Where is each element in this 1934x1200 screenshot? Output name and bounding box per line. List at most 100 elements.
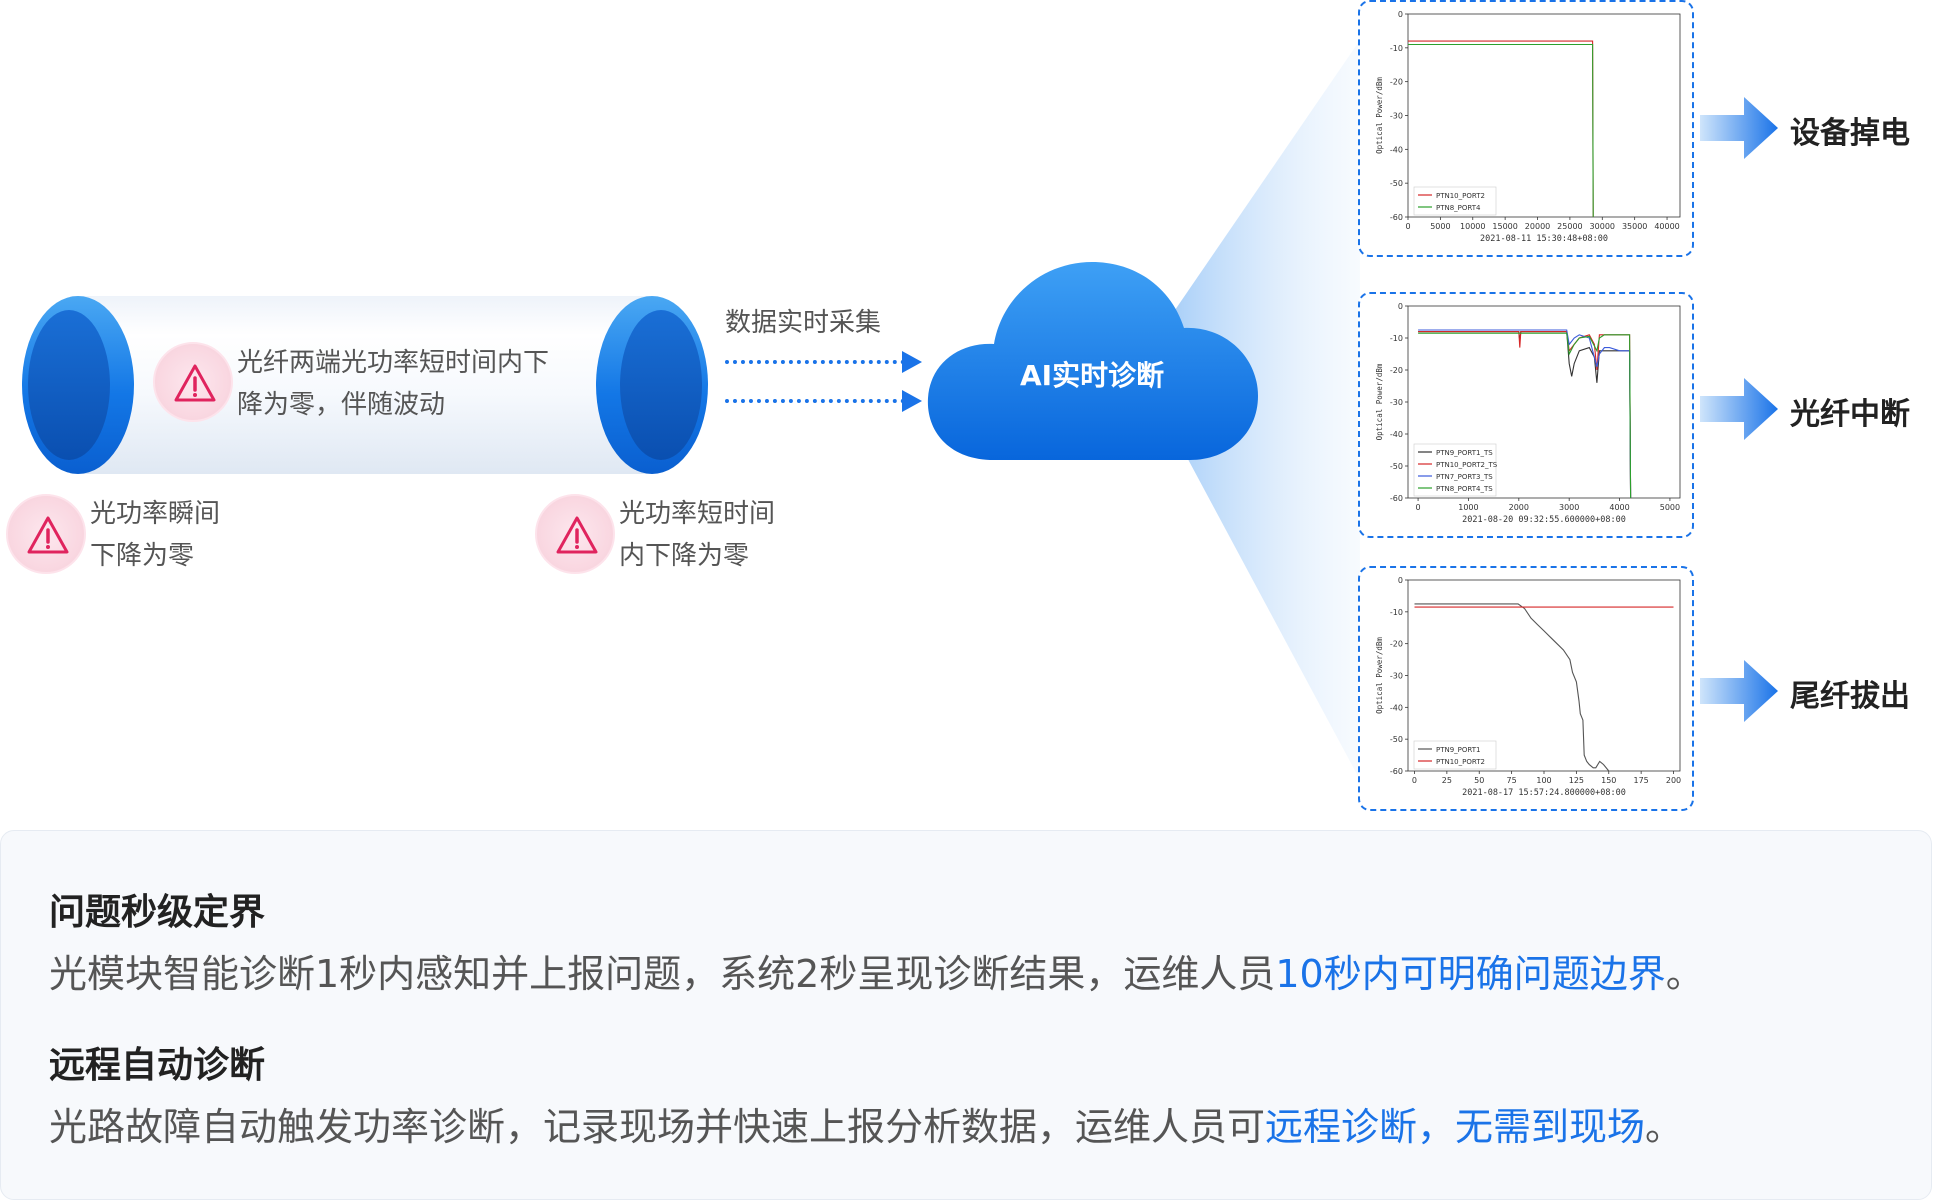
x-tick-label: 35000 <box>1622 222 1647 231</box>
arrow-right-icon <box>1700 378 1778 440</box>
x-tick-label: 200 <box>1666 776 1681 785</box>
x-tick-label: 30000 <box>1590 222 1615 231</box>
cloud-label: AI实时诊断 <box>1020 359 1165 392</box>
legend-box <box>1413 740 1497 770</box>
series-line <box>1418 332 1632 499</box>
y-tick-label: -60 <box>1390 494 1403 503</box>
y-tick-label: -20 <box>1390 640 1403 649</box>
x-tick-label: 0 <box>1412 776 1417 785</box>
y-tick-label: -20 <box>1390 78 1403 87</box>
series-line <box>1418 329 1632 499</box>
legend-label: PTN9_PORT1 <box>1436 746 1481 754</box>
feature-description: 光模块智能诊断1秒内感知并上报问题，系统2秒呈现诊断结果，运维人员10秒内可明确… <box>49 943 1704 998</box>
y-tick-label: -30 <box>1390 398 1403 407</box>
y-tick-label: -30 <box>1390 672 1403 681</box>
y-tick-label: -30 <box>1390 112 1403 121</box>
warning-triangle-icon <box>6 494 86 574</box>
feature-desc-end: 。 <box>1665 952 1704 996</box>
right-warning-text-line2: 内下降为零 <box>619 541 750 571</box>
feature-title: 远程自动诊断 <box>49 1045 266 1086</box>
left-warning-text-line2: 下降为零 <box>90 541 195 571</box>
y-tick-label: -20 <box>1390 366 1403 375</box>
x-tick-label: 50 <box>1474 776 1484 785</box>
warning-triangle-icon <box>153 342 233 422</box>
dotted-arrow-line <box>725 360 905 364</box>
y-tick-label: 0 <box>1398 10 1403 19</box>
fiber-center-text-line2: 降为零，伴随波动 <box>237 390 446 420</box>
x-tick-label: 3000 <box>1559 503 1579 512</box>
legend-label: PTN9_PORT1_TS <box>1436 449 1493 457</box>
x-tick-label: 5000 <box>1430 222 1450 231</box>
plot-area <box>1407 13 1681 218</box>
legend-label: PTN10_PORT2_TS <box>1436 461 1498 469</box>
x-tick-label: 25 <box>1442 776 1452 785</box>
fiber-tube-left-end <box>22 296 134 474</box>
collect-label: 数据实时采集 <box>725 308 882 338</box>
feature-description: 光路故障自动触发功率诊断，记录现场并快速上报分析数据，运维人员可远程诊断，无需到… <box>49 1096 1683 1151</box>
series-line <box>1408 43 1594 218</box>
x-tick-label: 150 <box>1601 776 1616 785</box>
arrow-right-icon <box>1700 660 1778 722</box>
legend-label: PTN10_PORT2 <box>1436 192 1485 200</box>
output-label-power-loss: 设备掉电 <box>1790 116 1910 151</box>
fiber-tube-right-end <box>596 296 708 474</box>
x-tick-label: 25000 <box>1557 222 1582 231</box>
series-line <box>1414 603 1610 772</box>
right-warning-text-line1: 光功率短时间 <box>619 499 776 529</box>
y-tick-label: -50 <box>1390 179 1403 188</box>
feature-desc-highlight: 远程诊断，无需到现场 <box>1265 1105 1646 1149</box>
x-tick-label: 1000 <box>1458 503 1478 512</box>
warning-triangle-icon <box>535 494 615 574</box>
y-tick-label: 0 <box>1398 576 1403 585</box>
x-tick-label: 40000 <box>1654 222 1679 231</box>
x-tick-label: 10000 <box>1460 222 1485 231</box>
plot-area <box>1407 579 1681 772</box>
x-axis-label: 2021-08-20 09:32:55.600000+08:00 <box>1462 515 1626 525</box>
beam-light <box>1175 40 1360 780</box>
y-tick-label: -60 <box>1390 213 1403 222</box>
y-tick-label: -10 <box>1390 44 1403 53</box>
y-axis-label: Optical Power/dBm <box>1375 637 1384 714</box>
feature-desc-end: 。 <box>1645 1105 1684 1149</box>
feature-desc-text: 光路故障自动触发功率诊断，记录现场并快速上报分析数据，运维人员可 <box>49 1105 1266 1149</box>
feature-desc-highlight: 10秒内可明确问题边界 <box>1275 952 1666 996</box>
legend-label: PTN10_PORT2 <box>1436 758 1485 766</box>
y-axis-label: Optical Power/dBm <box>1375 363 1384 440</box>
x-tick-label: 75 <box>1507 776 1517 785</box>
arrow-right-icon <box>1700 97 1778 159</box>
y-tick-label: -40 <box>1390 430 1403 439</box>
left-warning-text-line1: 光功率瞬间 <box>90 499 221 529</box>
legend-box <box>1413 186 1497 216</box>
x-axis-label: 2021-08-11 15:30:48+08:00 <box>1480 234 1608 244</box>
x-tick-label: 0 <box>1416 503 1421 512</box>
output-label-fiber-break: 光纤中断 <box>1790 397 1910 432</box>
legend-box <box>1413 443 1497 497</box>
x-tick-label: 15000 <box>1492 222 1517 231</box>
y-tick-label: -40 <box>1390 145 1403 154</box>
legend-label: PTN8_PORT4_TS <box>1436 485 1493 493</box>
y-tick-label: 0 <box>1398 302 1403 311</box>
y-tick-label: -10 <box>1390 334 1403 343</box>
arrow-right-icon <box>902 351 922 373</box>
cloud-icon <box>927 262 1258 460</box>
y-axis-label: Optical Power/dBm <box>1375 77 1384 154</box>
y-tick-label: -40 <box>1390 703 1403 712</box>
legend-label: PTN7_PORT3_TS <box>1436 473 1493 481</box>
y-tick-label: -10 <box>1390 608 1403 617</box>
x-tick-label: 5000 <box>1660 503 1680 512</box>
x-tick-label: 100 <box>1536 776 1551 785</box>
feature-panel: 问题秒级定界 光模块智能诊断1秒内感知并上报问题，系统2秒呈现诊断结果，运维人员… <box>0 830 1932 1200</box>
x-tick-label: 20000 <box>1525 222 1550 231</box>
feature-desc-text: 光模块智能诊断1秒内感知并上报问题，系统2秒呈现诊断结果，运维人员 <box>49 952 1276 996</box>
x-tick-label: 175 <box>1634 776 1649 785</box>
y-tick-label: -60 <box>1390 767 1403 776</box>
x-axis-label: 2021-08-17 15:57:24.800000+08:00 <box>1462 788 1626 798</box>
feature-title: 问题秒级定界 <box>49 892 266 933</box>
x-tick-label: 125 <box>1569 776 1584 785</box>
x-tick-label: 0 <box>1405 222 1410 231</box>
